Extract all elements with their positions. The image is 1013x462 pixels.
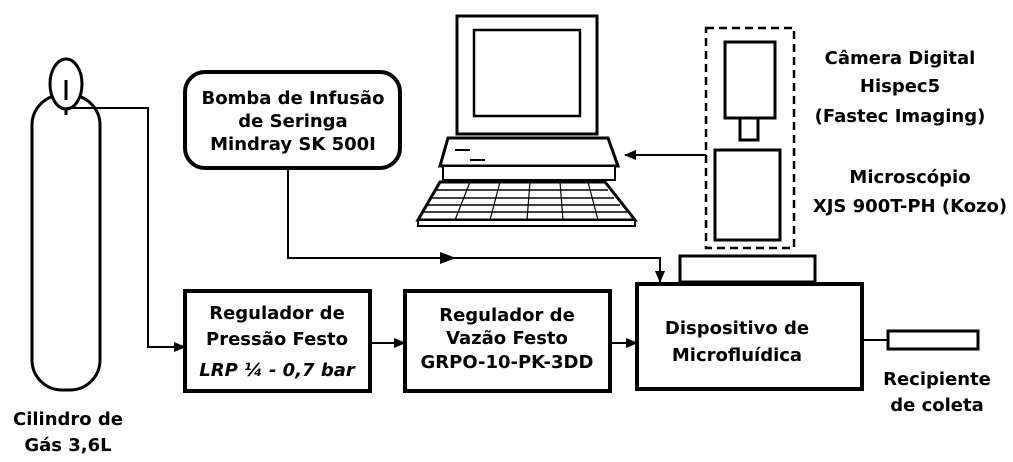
microscope-label-line-2: XJS 900T-PH (Kozo)	[813, 196, 1007, 217]
pump-line-to-device	[287, 168, 665, 283]
microfluidic-device-box	[635, 282, 864, 391]
microscope-stage	[678, 254, 817, 284]
collector-label-line-2: de coleta	[890, 395, 984, 416]
gas-line-cylinder-to-pressure-regulator	[66, 107, 186, 352]
pump-label-line-3: Mindray SK 500I	[210, 134, 376, 155]
cylinder-label-line-1: Cilindro de	[13, 409, 123, 430]
flow-regulator-box	[403, 289, 612, 393]
microscope-icon	[713, 148, 782, 242]
syringe-pump-box	[183, 70, 402, 170]
device-label-line-1: Dispositivo de	[665, 318, 809, 339]
collector-tube	[886, 329, 980, 351]
gas-cylinder-icon	[30, 57, 102, 392]
camera-label-line-3: (Fastec Imaging)	[815, 106, 986, 127]
pump-line-arrowhead	[440, 252, 456, 264]
pressure-regulator-box	[183, 289, 372, 393]
microscope-label-line-1: Microscópio	[849, 167, 970, 188]
collector-label-line-1: Recipiente	[883, 369, 991, 390]
device-label-line-2: Microfluídica	[672, 345, 802, 366]
pressure-regulator-line-3: LRP ¼ - 0,7 bar	[199, 360, 356, 381]
camera-icon	[723, 40, 777, 142]
desktop-computer-icon	[415, 14, 639, 227]
flow-regulator-line-1: Regulador de	[439, 305, 575, 326]
flow-regulator-line-2: Vazão Festo	[446, 328, 568, 349]
camera-microscope-enclosure	[704, 26, 796, 250]
pressure-regulator-line-2: Pressão Festo	[206, 329, 348, 350]
camera-label-line-2: Hispec5	[860, 76, 940, 97]
pressure-regulator-line-1: Regulador de	[209, 303, 345, 324]
pump-label-line-1: Bomba de Infusão	[202, 88, 385, 109]
pump-label-line-2: de Seringa	[238, 111, 347, 132]
camera-label-line-1: Câmera Digital	[825, 48, 976, 69]
flow-regulator-line-3: GRPO-10-PK-3DD	[421, 352, 594, 373]
cylinder-label-line-2: Gás 3,6L	[24, 435, 111, 456]
